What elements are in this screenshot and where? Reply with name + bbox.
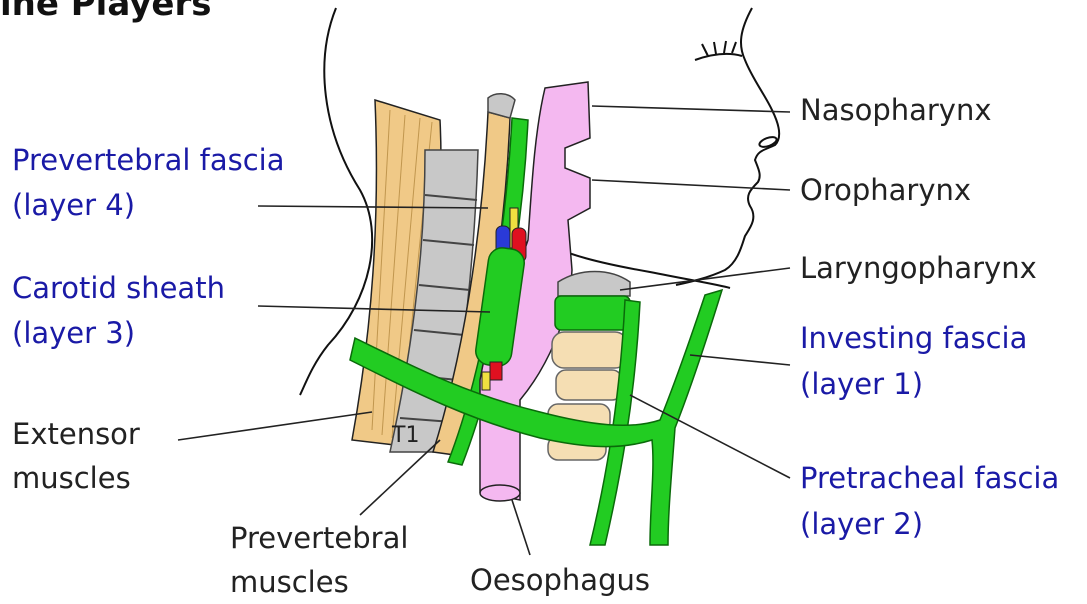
nostril xyxy=(758,135,778,149)
label-prevertebral-muscles-2: muscles xyxy=(230,562,349,602)
label-investing-layer: (layer 1) xyxy=(800,364,923,404)
label-laryngopharynx: Laryngopharynx xyxy=(800,248,1037,288)
label-carotid-layer: (layer 3) xyxy=(12,313,135,353)
leader-extensor xyxy=(178,412,372,440)
neck-back-outline xyxy=(300,8,372,395)
oesophagus-end xyxy=(480,485,520,501)
leader-oesophagus xyxy=(512,500,530,555)
leader-nasopharynx xyxy=(592,106,790,112)
vessel-lower-red xyxy=(490,362,502,380)
label-extensor-muscles: muscles xyxy=(12,458,131,498)
label-prevertebral-layer: (layer 4) xyxy=(12,185,135,225)
t1-label: T1 xyxy=(391,423,419,448)
eye-outline xyxy=(695,54,742,60)
label-pretracheal-fascia: Pretracheal fascia xyxy=(800,458,1059,498)
label-prevertebral-muscles: Prevertebral xyxy=(230,518,408,558)
thyroid-band xyxy=(555,296,630,330)
label-investing-fascia: Investing fascia xyxy=(800,318,1027,358)
label-prevertebral-fascia: Prevertebral fascia xyxy=(12,140,284,180)
leader-investing xyxy=(690,355,790,365)
trachea-ring xyxy=(552,332,627,368)
label-oropharynx: Oropharynx xyxy=(800,170,971,210)
label-oesophagus: Oesophagus xyxy=(470,560,650,600)
label-extensor: Extensor xyxy=(12,414,140,454)
trachea-ring xyxy=(556,370,622,400)
vessel-lower-yellow xyxy=(482,372,490,390)
label-pretracheal-layer: (layer 2) xyxy=(800,504,923,544)
label-nasopharynx: Nasopharynx xyxy=(800,90,992,130)
leader-oropharynx xyxy=(592,180,790,190)
label-carotid-sheath: Carotid sheath xyxy=(12,268,225,308)
